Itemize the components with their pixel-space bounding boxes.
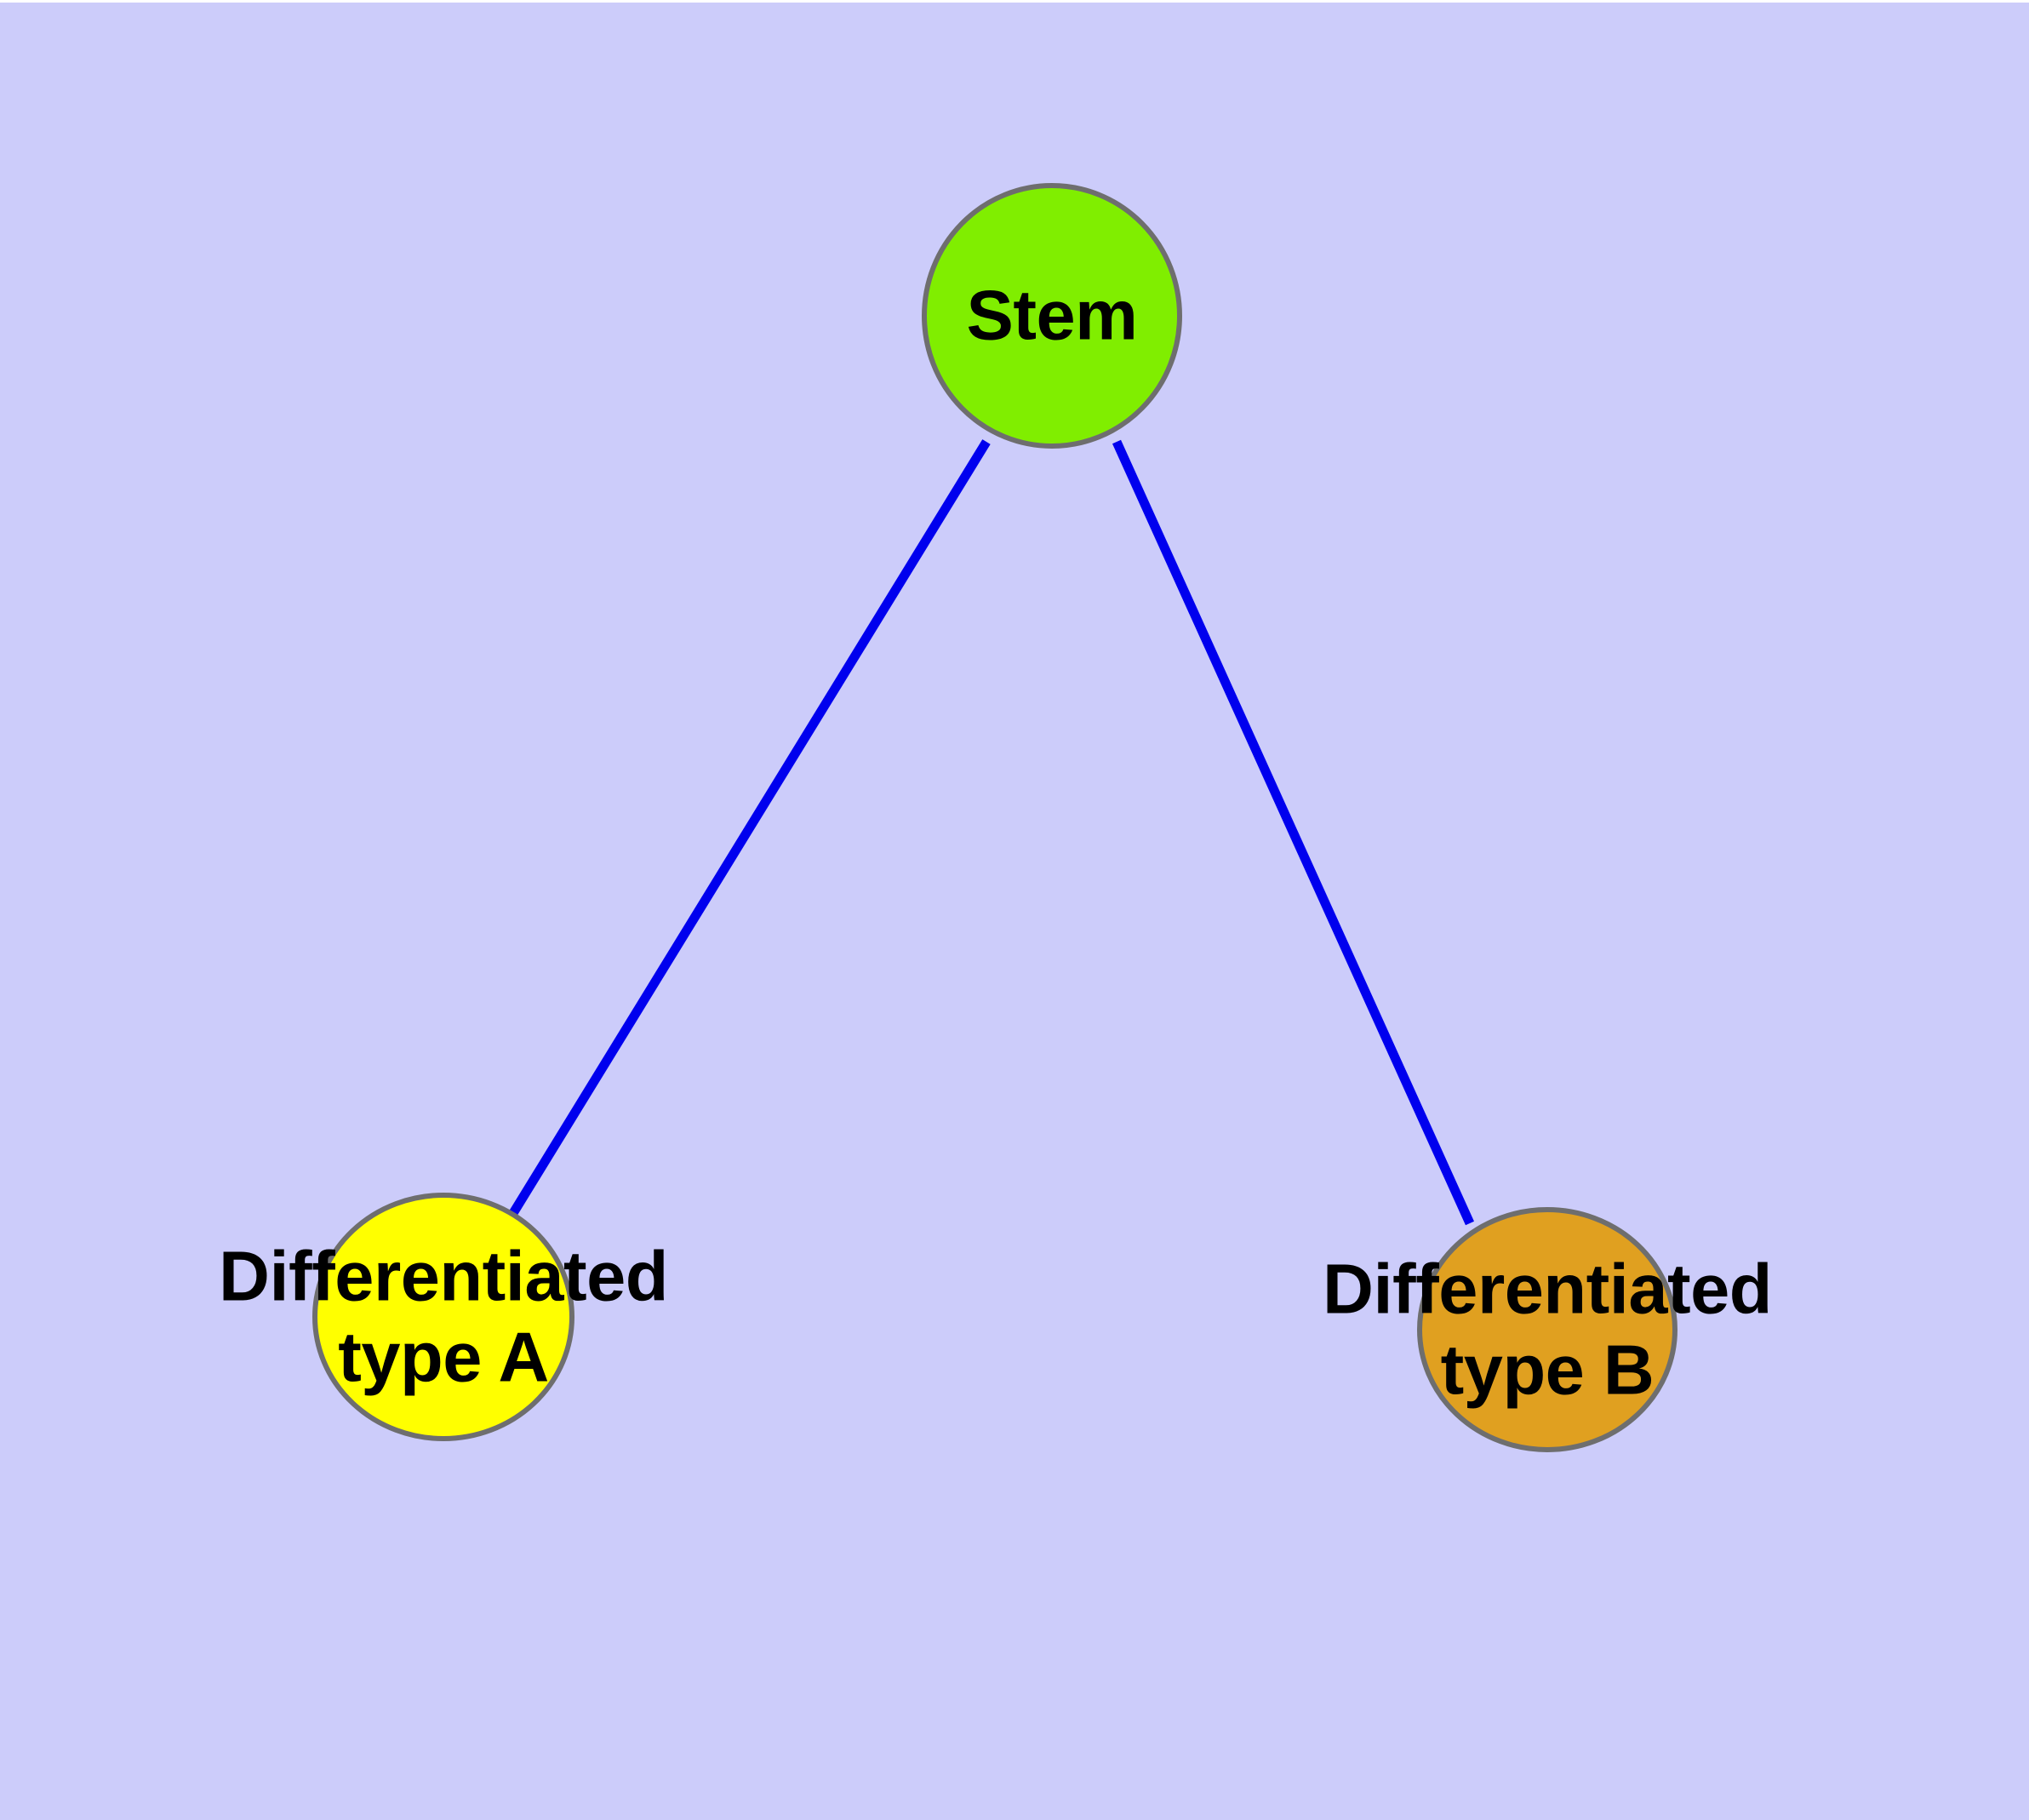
node-differentiated-type-b[interactable] bbox=[1417, 1207, 1677, 1452]
edge-stem-to-diff-b bbox=[1112, 439, 1475, 1226]
node-differentiated-type-a[interactable] bbox=[312, 1193, 574, 1441]
edge-layer bbox=[506, 439, 1475, 1226]
edge-stem-to-diff-a bbox=[506, 439, 991, 1220]
node-stem[interactable] bbox=[922, 183, 1182, 449]
node-layer bbox=[312, 183, 1677, 1452]
